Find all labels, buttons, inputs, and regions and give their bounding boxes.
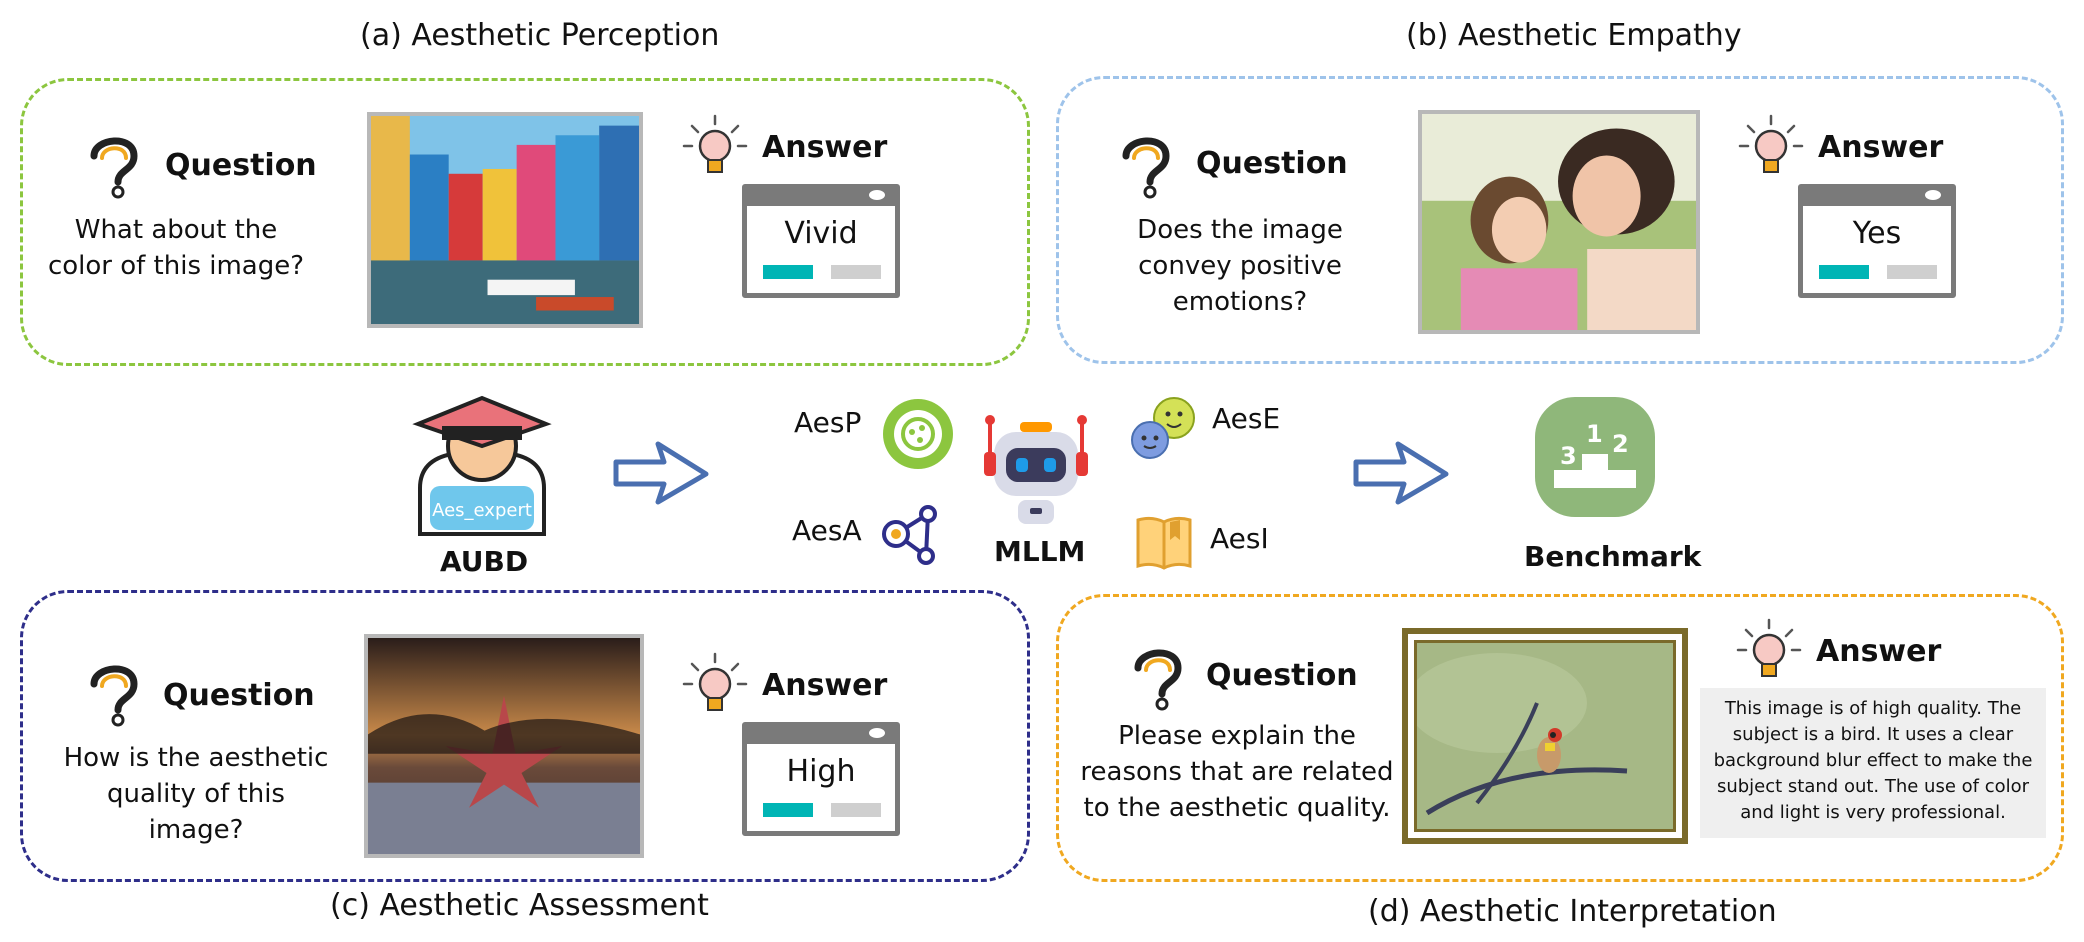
question-text: What about the color of this image? xyxy=(47,215,305,281)
panel-b-title: (b) Aesthetic Empathy xyxy=(1406,18,1742,53)
answer-label: Answer xyxy=(762,668,888,703)
colorful-houses-photo xyxy=(367,112,643,328)
aesa-icon xyxy=(878,504,944,568)
panel-b-border xyxy=(1056,76,2064,364)
podium-first: 1 xyxy=(1586,420,1603,448)
answer-label: Answer xyxy=(1816,634,1942,669)
question-label: Question xyxy=(1206,658,1358,693)
question-label: Question xyxy=(163,678,315,713)
answer-window: Vivid xyxy=(742,184,900,298)
benchmark-podium-icon: 3 1 2 xyxy=(1530,392,1660,522)
lightbulb-icon xyxy=(1738,114,1804,180)
expert-avatar-icon xyxy=(412,390,552,540)
panel-a-title: (a) Aesthetic Perception xyxy=(360,18,720,53)
panel-c-border xyxy=(20,590,1030,882)
benchmark-label: Benchmark xyxy=(1524,540,1702,573)
aubd-label: AUBD xyxy=(440,545,529,578)
answer-window: Yes xyxy=(1798,184,1956,298)
lightbulb-icon xyxy=(682,114,748,180)
robot-icon xyxy=(980,412,1092,528)
lightbulb-icon xyxy=(1736,618,1802,684)
question-icon xyxy=(78,128,150,200)
aese-label: AesE xyxy=(1212,402,1281,435)
question-icon xyxy=(1122,640,1194,712)
lightbulb-icon xyxy=(682,652,748,718)
question-label: Question xyxy=(1196,146,1348,181)
mother-daughter-photo xyxy=(1418,110,1700,334)
panel-a-border xyxy=(20,78,1030,366)
question-text: Please explain the reasons that are rela… xyxy=(1080,721,1394,823)
question-text: How is the aesthetic quality of this ima… xyxy=(63,743,329,845)
panel-c-title: (c) Aesthetic Assessment xyxy=(330,888,709,923)
aesa-label: AesA xyxy=(792,514,862,547)
answer-value: Vivid xyxy=(784,216,858,251)
framed-bird-photo xyxy=(1402,628,1688,844)
expert-badge: Aes_expert xyxy=(432,500,532,521)
answer-label: Answer xyxy=(762,130,888,165)
starfish-photo xyxy=(364,634,644,858)
panel-d-title: (d) Aesthetic Interpretation xyxy=(1368,894,1777,929)
question-label: Question xyxy=(165,148,317,183)
mllm-label: MLLM xyxy=(994,535,1086,568)
panel-d-border xyxy=(1056,594,2064,882)
question-icon xyxy=(1110,128,1182,200)
answer-window: High xyxy=(742,722,900,836)
answer-label: Answer xyxy=(1818,130,1944,165)
aesp-icon xyxy=(880,396,956,472)
podium-third: 3 xyxy=(1560,442,1577,470)
arrow-icon xyxy=(612,438,710,508)
arrow-icon xyxy=(1352,438,1450,508)
interpretation-answer: This image is of high quality. The subje… xyxy=(1700,688,2046,838)
aesi-book-icon xyxy=(1134,512,1194,572)
aesp-label: AesP xyxy=(794,406,862,439)
answer-value: Yes xyxy=(1852,216,1902,251)
podium-second: 2 xyxy=(1612,430,1629,458)
question-icon xyxy=(78,656,150,728)
aese-icon xyxy=(1128,394,1202,464)
aesi-label: AesI xyxy=(1210,522,1269,555)
question-text: Does the image convey positive emotions? xyxy=(1137,215,1343,317)
answer-value: High xyxy=(786,754,856,789)
